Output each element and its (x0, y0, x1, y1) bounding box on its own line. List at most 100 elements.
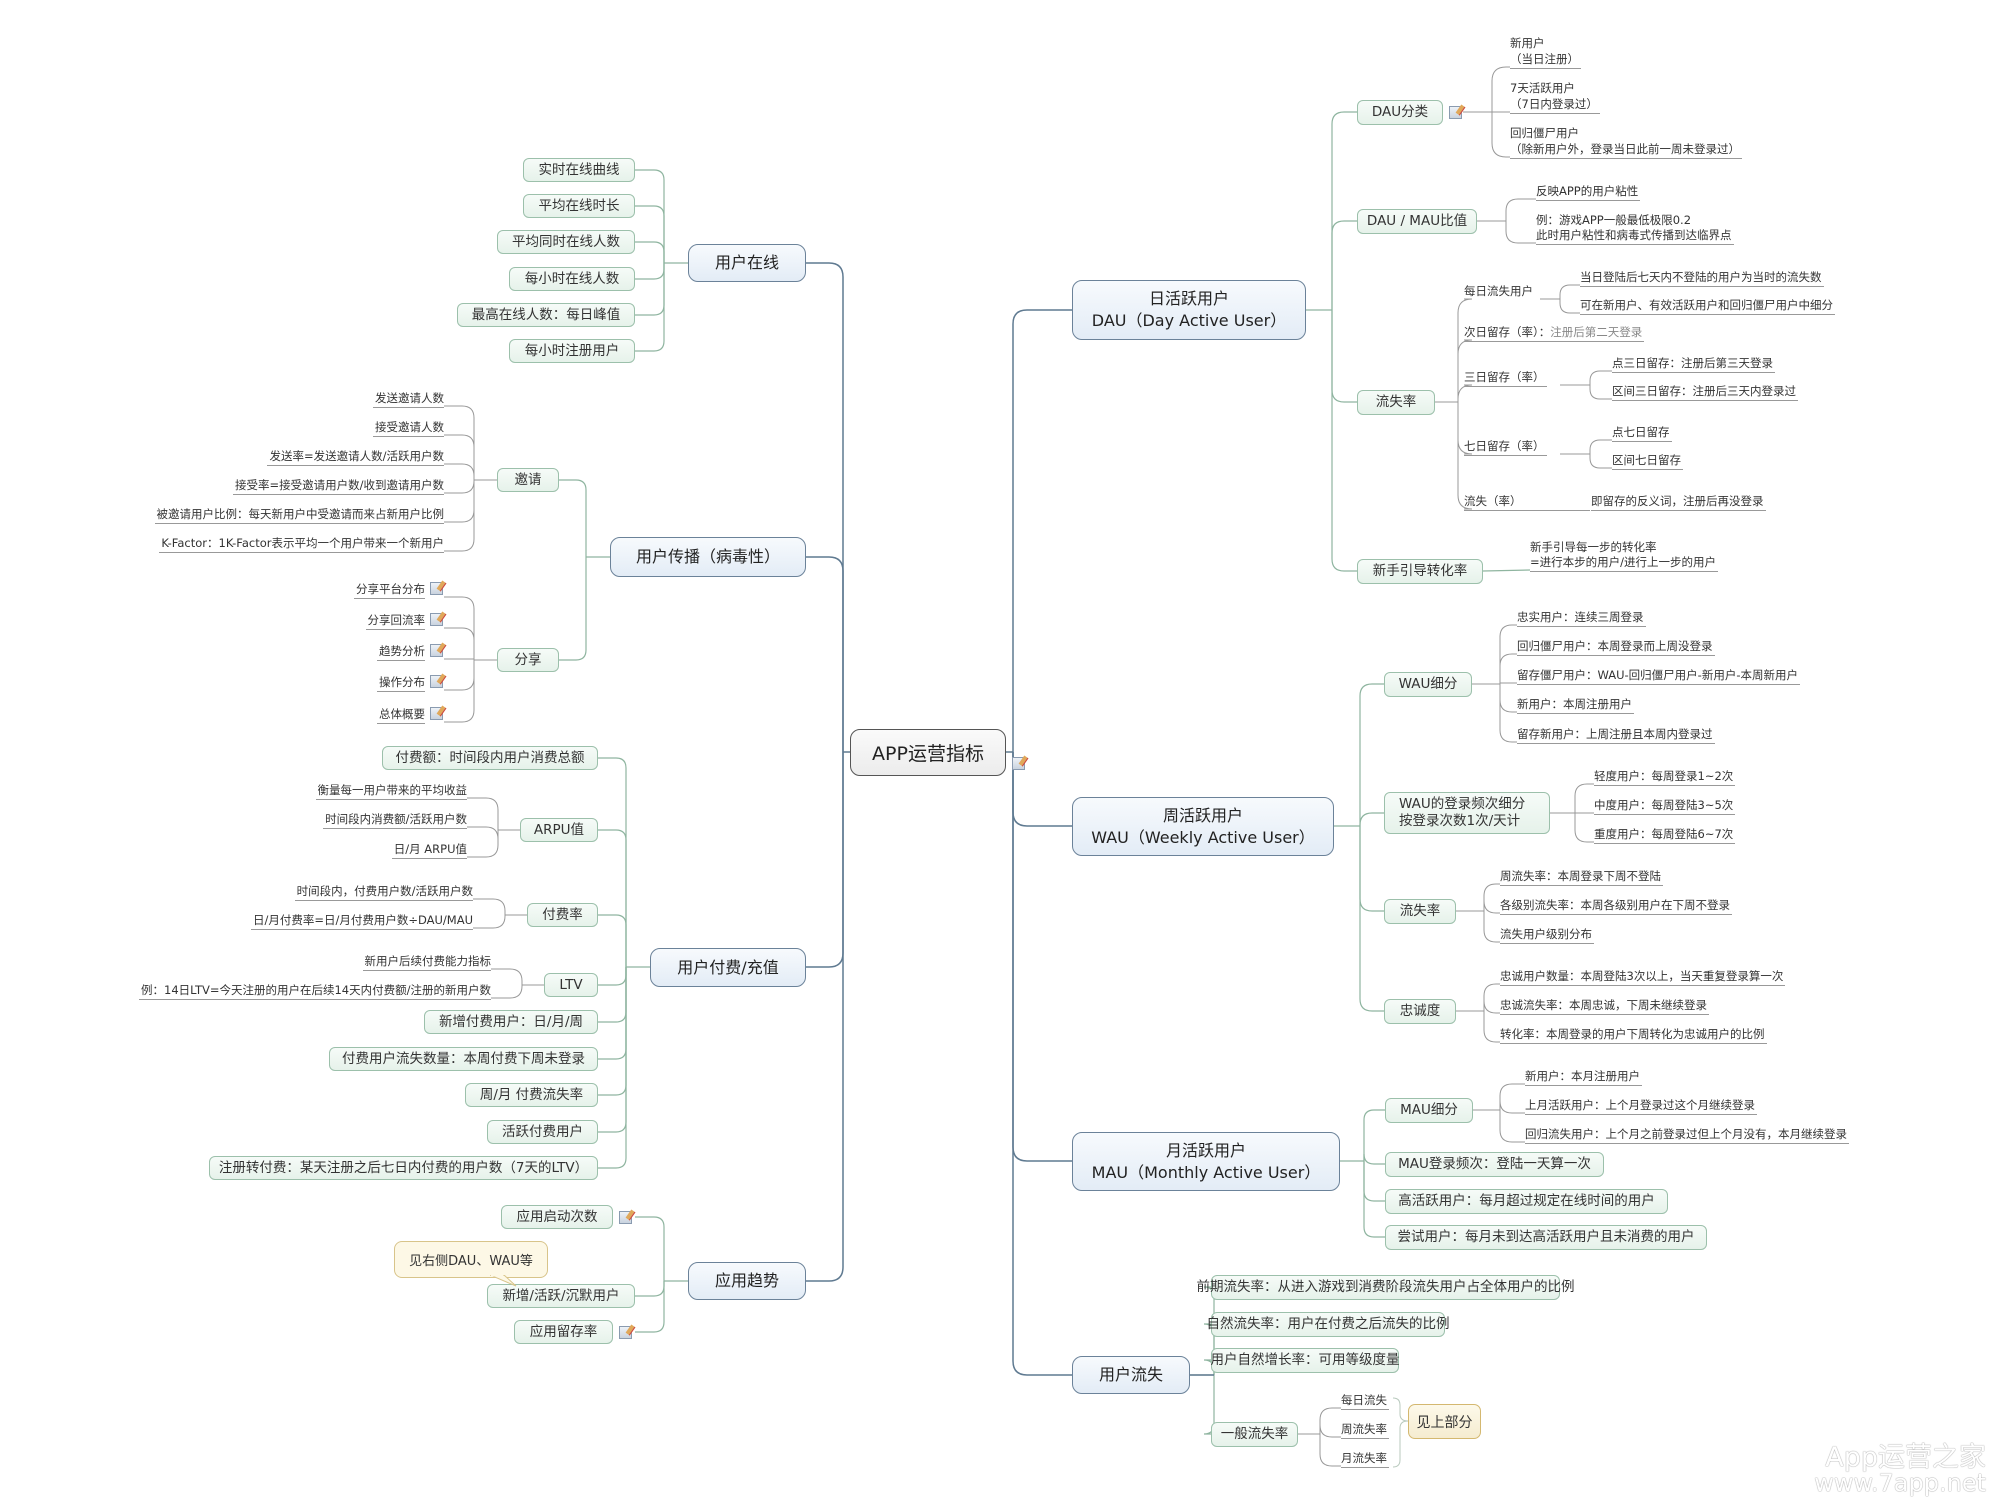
wau-segment-node[interactable]: WAU细分 (1384, 672, 1472, 697)
note-icon[interactable] (619, 1211, 632, 1224)
churn-box[interactable]: 用户自然增长率：可用等级度量 (1211, 1348, 1400, 1373)
online-item[interactable]: 每小时注册用户 (509, 339, 635, 363)
connector (444, 405, 475, 480)
wau-churn-node[interactable]: 流失率 (1384, 899, 1456, 924)
connector (1589, 385, 1612, 400)
note-icon[interactable] (430, 582, 443, 595)
connector (444, 463, 475, 480)
wau-frequency-node[interactable]: WAU的登录频次细分 按登录次数1次/天计 (1384, 792, 1550, 834)
general-churn-item: 月流失率 (1341, 1451, 1389, 1468)
wau-churn-item: 流失用户级别分布 (1500, 927, 1594, 944)
wau-segment-item: 回归僵尸用户：本周登录而上周没登录 (1517, 639, 1715, 656)
topic-user-payment[interactable]: 用户付费/充值 (650, 948, 806, 987)
root-node[interactable]: APP运营指标 (850, 729, 1006, 776)
topic-app-trend[interactable]: 应用趋势 (688, 1262, 806, 1300)
connector (1363, 1161, 1385, 1238)
connector (598, 967, 627, 1169)
dau-churn-node[interactable]: 流失率 (1357, 390, 1435, 415)
general-churn-item: 周流失率 (1341, 1422, 1389, 1439)
pay-rate-node[interactable]: 付费率 (527, 903, 598, 927)
topic-user-viral[interactable]: 用户传播（病毒性） (610, 537, 806, 577)
invite-node[interactable]: 邀请 (497, 468, 559, 492)
online-item[interactable]: 平均在线时长 (523, 194, 635, 218)
note-icon[interactable] (430, 644, 443, 657)
mau-segment-node[interactable]: MAU细分 (1385, 1098, 1473, 1123)
share-node[interactable]: 分享 (497, 648, 559, 672)
wau-frequency-item: 中度用户：每周登陆3~5次 (1594, 798, 1736, 815)
topic-mau[interactable]: 月活跃用户 MAU（Monthly Active User） (1072, 1132, 1340, 1191)
watermark-url: www.7app.net (1814, 1469, 1986, 1497)
arpu-item: 衡量每一用户带来的平均收益 (315, 783, 467, 800)
connector (1499, 1100, 1525, 1114)
online-item[interactable]: 平均同时在线人数 (497, 230, 635, 254)
connector (598, 967, 627, 986)
pay-box[interactable]: 新增付费用户：日/月/周 (424, 1010, 598, 1034)
connector (635, 263, 665, 316)
connector (635, 169, 665, 263)
guide-conversion-node[interactable]: 新手引导转化率 (1357, 559, 1483, 584)
note-icon[interactable] (430, 613, 443, 626)
connector (1499, 684, 1517, 743)
loyalty-node[interactable]: 忠诚度 (1384, 999, 1456, 1024)
connector (1505, 198, 1536, 221)
pay-box[interactable]: 周/月 付费流失率 (465, 1083, 598, 1107)
connector (598, 914, 627, 967)
share-item: 分享平台分布 (354, 582, 425, 599)
mau-box[interactable]: MAU登录频次：登陆一天算一次 (1385, 1152, 1604, 1177)
trend-item[interactable]: 应用留存率 (514, 1320, 613, 1344)
connector (559, 479, 587, 557)
churn-box[interactable]: 自然流失率：用户在付费之后流失的比例 (1207, 1312, 1450, 1337)
connector (1482, 569, 1531, 572)
connector (1363, 1109, 1385, 1161)
pay-amount-box[interactable]: 付费额：时间段内用户消费总额 (382, 746, 598, 770)
general-churn-node[interactable]: 一般流失率 (1211, 1422, 1298, 1447)
pay-box[interactable]: 注册转付费：某天注册之后七日内付费的用户数（7天的LTV） (209, 1156, 598, 1180)
pay-rate-item: 时间段内，付费用户数/活跃用户数 (294, 884, 473, 901)
arpu-node[interactable]: ARPU值 (520, 818, 598, 842)
note-icon[interactable] (430, 707, 443, 720)
invite-item: 接受邀请人数 (373, 420, 444, 437)
connector (1589, 370, 1612, 385)
trend-item[interactable]: 新增/活跃/沉默用户 (487, 1284, 635, 1308)
connector (635, 241, 665, 263)
root-label: APP运营指标 (872, 743, 984, 765)
connector (491, 968, 523, 985)
note-icon[interactable] (1449, 106, 1462, 119)
ltv-node[interactable]: LTV (544, 973, 598, 997)
pay-box[interactable]: 活跃付费用户 (487, 1120, 598, 1144)
see-above-box[interactable]: 见上部分 (1408, 1404, 1481, 1439)
mau-box[interactable]: 高活跃用户：每月超过规定在线时间的用户 (1385, 1189, 1668, 1214)
connector (1491, 112, 1510, 158)
connector (1331, 310, 1357, 572)
connector (806, 752, 844, 968)
trend-item[interactable]: 应用启动次数 (501, 1205, 613, 1229)
connector (1363, 1153, 1385, 1165)
connector (598, 757, 627, 967)
connector (1574, 783, 1594, 813)
note-icon[interactable] (430, 675, 443, 688)
note-icon[interactable] (619, 1326, 632, 1339)
pay-box[interactable]: 付费用户流失数量：本周付费下周未登录 (329, 1047, 598, 1071)
connector (444, 480, 475, 523)
topic-user-online[interactable]: 用户在线 (688, 244, 806, 282)
connector (1457, 384, 1473, 402)
three-day-item: 点三日留存：注册后第三天登录 (1612, 356, 1775, 373)
ltv-item: 例：14日LTV=今天注册的用户在后续14天内付费额/注册的新用户数 (139, 983, 491, 1000)
topic-wau[interactable]: 周活跃用户 WAU（Weekly Active User） (1072, 797, 1334, 856)
dau-category-item: 回归僵尸用户 (1510, 126, 1579, 140)
dau-category-node[interactable]: DAU分类 (1357, 100, 1443, 125)
online-item[interactable]: 最高在线人数：每日峰值 (457, 303, 635, 327)
mau-box[interactable]: 尝试用户：每月未到达高活跃用户且未消费的用户 (1385, 1225, 1707, 1250)
topic-user-churn[interactable]: 用户流失 (1072, 1356, 1190, 1394)
online-item[interactable]: 每小时在线人数 (509, 267, 635, 291)
churn-box[interactable]: 前期流失率：从进入游戏到消费阶段流失用户占全体用户的比例 (1197, 1275, 1575, 1300)
connector (1483, 911, 1500, 943)
topic-dau[interactable]: 日活跃用户 DAU（Day Active User） (1072, 280, 1306, 340)
dau-mau-ratio-node[interactable]: DAU / MAU比值 (1357, 209, 1477, 234)
connector (467, 826, 499, 840)
connector (1012, 309, 1072, 752)
seven-day-item: 点七日留存 (1612, 425, 1672, 442)
note-icon[interactable] (1012, 757, 1025, 770)
online-item[interactable]: 实时在线曲线 (523, 158, 635, 182)
connector (1331, 310, 1357, 403)
